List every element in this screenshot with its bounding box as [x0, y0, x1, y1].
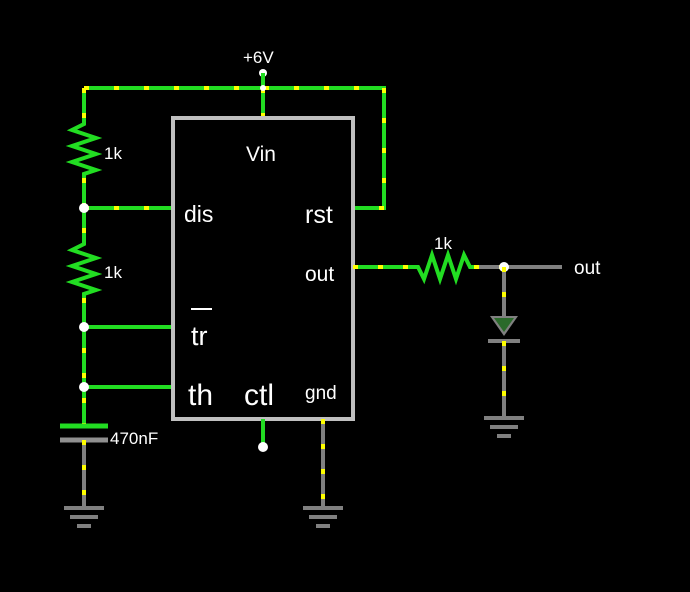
pin-gnd-label: gnd — [305, 383, 337, 404]
node-dis — [79, 203, 89, 213]
led[interactable] — [488, 316, 520, 343]
resistor-r1[interactable] — [65, 118, 103, 178]
supply-label: +6V — [243, 48, 274, 67]
ground-right — [484, 416, 524, 438]
node-tr — [79, 322, 89, 332]
r2-label: 1k — [104, 263, 122, 282]
pin-rst-label: rst — [305, 201, 333, 229]
rail-node — [260, 85, 266, 91]
pin-out-label: out — [305, 263, 334, 286]
capacitor[interactable] — [60, 423, 108, 443]
supply-wire[interactable] — [84, 86, 386, 210]
resistor-r2[interactable] — [65, 238, 103, 298]
r1-label: 1k — [104, 144, 122, 163]
pin-vin-label: Vin — [246, 143, 276, 166]
ground-middle — [303, 506, 343, 528]
pin-dis-label: dis — [184, 201, 213, 227]
node-th — [79, 382, 89, 392]
out-label: out — [574, 258, 601, 279]
ctl-node — [258, 442, 268, 452]
resistor-out[interactable] — [412, 248, 474, 286]
pin-th-label: th — [188, 379, 213, 412]
ground-left — [64, 506, 104, 528]
pin-tr-label: tr — [191, 321, 208, 351]
r-out-label: 1k — [434, 234, 452, 253]
pin-ctl-label: ctl — [244, 379, 274, 412]
cap-label: 470nF — [110, 429, 158, 448]
